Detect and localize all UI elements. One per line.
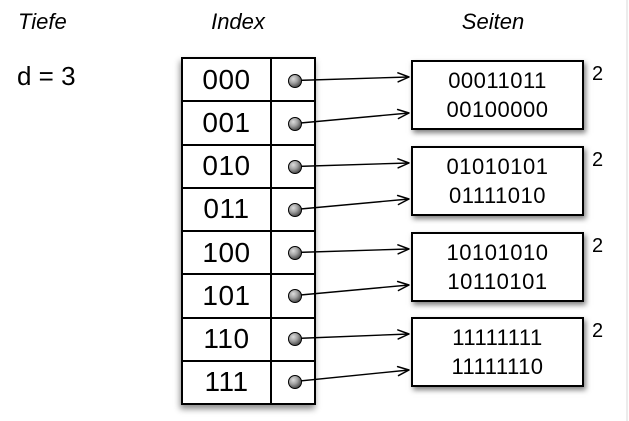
- local-depth-badge: 2: [592, 320, 604, 342]
- pointer-arrow: [294, 365, 410, 383]
- pointer-dot: [288, 331, 302, 346]
- index-row: 000: [183, 59, 314, 103]
- index-cell-bits: 100: [183, 232, 272, 274]
- index-row: 010: [183, 145, 314, 189]
- index-cell-bits: 001: [183, 102, 272, 144]
- page-entry: 01111010: [449, 183, 546, 208]
- index-cell-bits: 000: [183, 59, 272, 101]
- page-box: 11111111 11111110: [411, 317, 584, 387]
- page-box: 10101010 10110101: [411, 232, 584, 302]
- pointer-dot: [288, 73, 302, 88]
- pointer-dot: [288, 374, 302, 389]
- pointer-dot: [288, 288, 302, 303]
- index-row: 001: [183, 102, 314, 146]
- global-depth-label: d = 3: [17, 61, 76, 91]
- page-entry: 00100000: [446, 97, 549, 122]
- header-index: Index: [211, 9, 265, 34]
- pointer-arrow: [294, 329, 410, 340]
- header-seiten: Seiten: [461, 9, 525, 34]
- page-entry: 11111111: [452, 325, 543, 350]
- index-row: 011: [183, 188, 314, 232]
- index-cell-bits: 111: [183, 361, 272, 403]
- page-entry: 01010101: [446, 154, 549, 179]
- pointer-arrow: [294, 194, 410, 211]
- pointer-dot: [288, 159, 302, 174]
- page-entry: 10101010: [446, 240, 549, 265]
- index-row: 111: [183, 361, 314, 403]
- pointer-arrow: [294, 280, 410, 297]
- page-entry: 11111110: [451, 354, 544, 379]
- page-box: 00011011 00100000: [411, 60, 584, 130]
- page-box: 01010101 01111010: [411, 146, 584, 216]
- index-cell-bits: 011: [183, 188, 272, 230]
- local-depth-badge: 2: [592, 149, 604, 171]
- pointer-dot: [288, 245, 302, 260]
- pointer-arrow: [294, 244, 410, 255]
- index-row: 100: [183, 232, 314, 276]
- pointer-arrow: [294, 108, 410, 125]
- pointer-arrow: [294, 72, 410, 83]
- pointer-dot: [288, 202, 302, 217]
- page-entry: 10110101: [447, 269, 548, 294]
- index-row: 101: [183, 275, 314, 319]
- index-cell-bits: 101: [183, 275, 272, 317]
- local-depth-badge: 2: [592, 63, 604, 85]
- page-entry: 00011011: [448, 68, 547, 93]
- header-tiefe: Tiefe: [18, 9, 67, 34]
- local-depth-badge: 2: [592, 235, 604, 257]
- index-cell-bits: 110: [183, 318, 272, 360]
- screen-edge-strip: [626, 0, 628, 421]
- index-row: 110: [183, 318, 314, 362]
- pointer-arrow: [294, 158, 410, 169]
- pointer-dot: [288, 116, 302, 131]
- index-cell-bits: 010: [183, 145, 272, 187]
